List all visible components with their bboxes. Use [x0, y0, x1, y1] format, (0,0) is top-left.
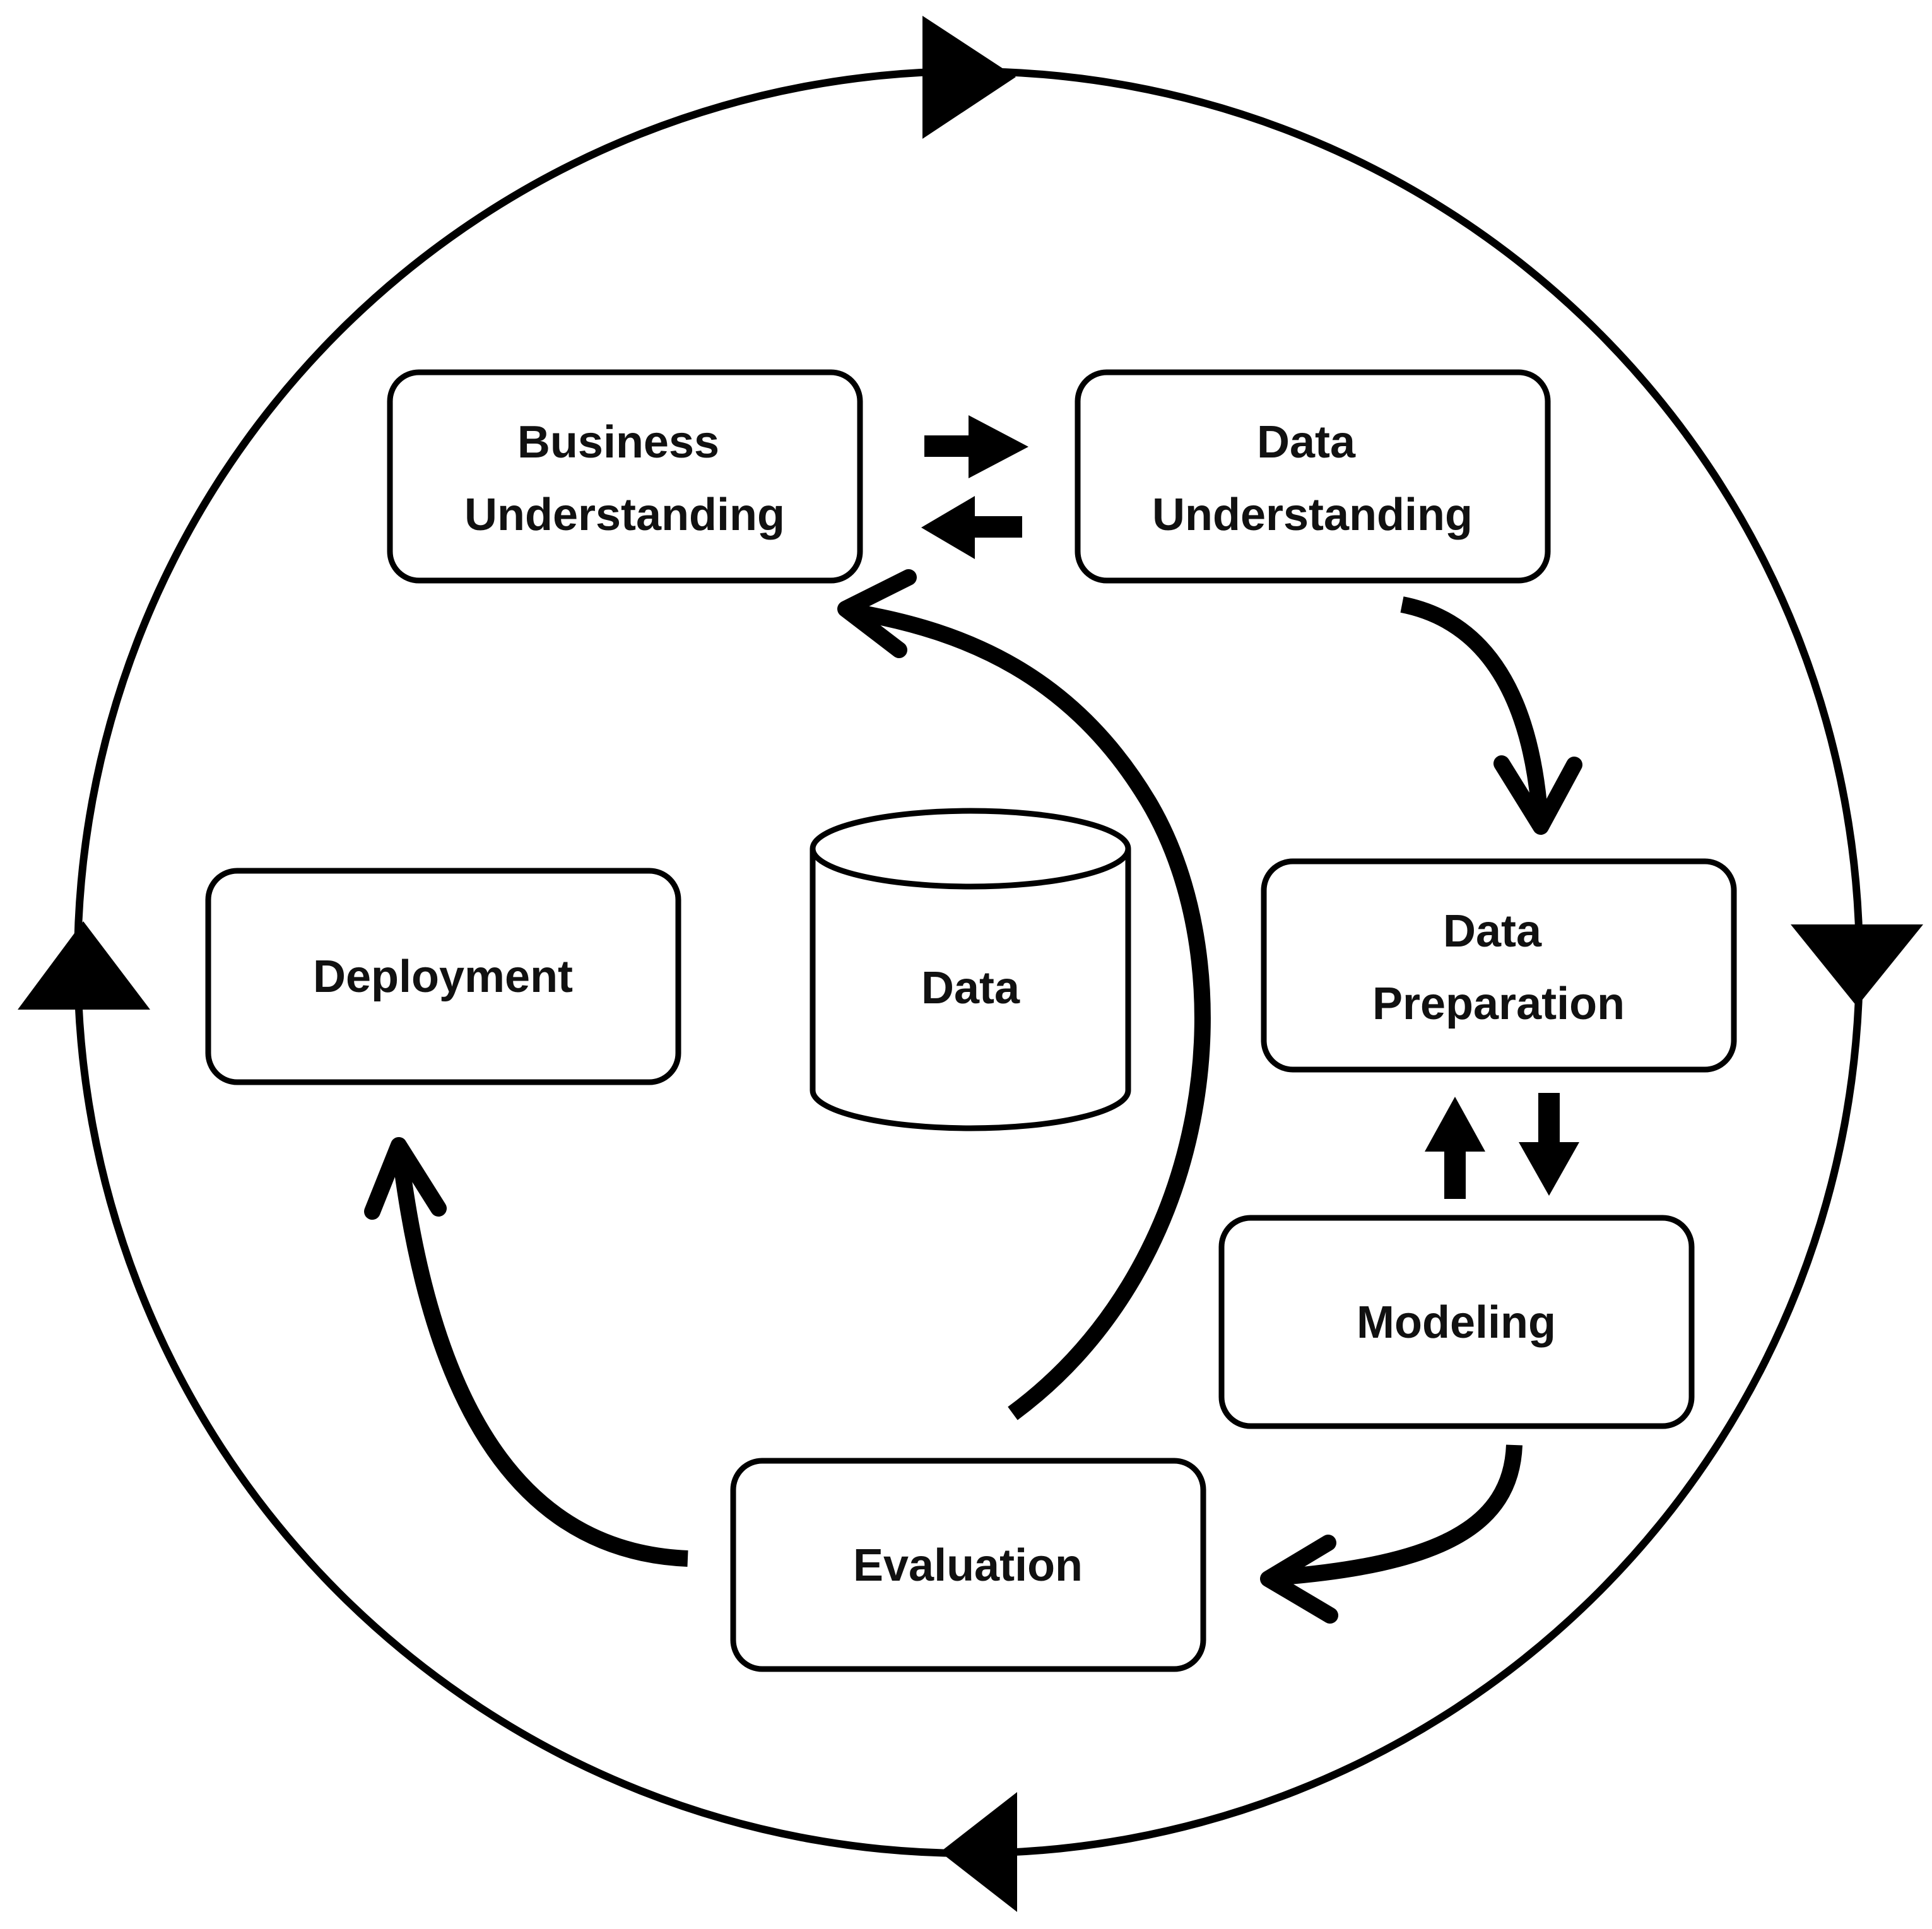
data-understanding-line-2: Understanding [1152, 490, 1473, 540]
data-understanding-line-1: Data [1257, 417, 1356, 468]
outer-arrowhead-left [18, 921, 150, 1010]
evaluation-label: Evaluation [853, 1540, 1083, 1591]
evaluation-box [730, 1458, 1206, 1672]
arrow-data-understanding-to-business [921, 496, 1022, 559]
data-preparation-line-2: Preparation [1372, 979, 1625, 1029]
arrow-data-preparation-to-modeling [1519, 1093, 1579, 1196]
outer-arrowhead-top [922, 16, 1016, 139]
deployment-box [205, 868, 681, 1085]
data-understanding-box [1075, 369, 1551, 584]
deployment-label: Deployment [313, 952, 573, 1002]
modeling-box [1218, 1215, 1695, 1429]
business-understanding-label: Business Understanding [464, 417, 785, 540]
data-preparation-line-1: Data [1443, 906, 1542, 957]
business-understanding-line-1: Business [517, 417, 719, 468]
data-understanding-label: Data Understanding [1152, 417, 1473, 540]
arrow-modeling-to-evaluation [1260, 1444, 1523, 1624]
outer-arrowhead-bottom [940, 1792, 1017, 1912]
data-preparation-label: Data Preparation [1372, 906, 1625, 1029]
arrow-business-to-data-understanding [924, 415, 1028, 478]
data-cylinder-icon: Data [810, 808, 1131, 1131]
business-understanding-box [387, 369, 863, 584]
business-understanding-line-2: Understanding [464, 490, 785, 540]
data-preparation-box [1261, 858, 1737, 1073]
data-cylinder-label: Data [921, 963, 1020, 1013]
outer-arrowhead-right [1791, 924, 1923, 1006]
arrow-evaluation-to-deployment [364, 1137, 688, 1567]
arrow-data-understanding-to-data-preparation [1400, 596, 1582, 835]
arrow-modeling-to-data-preparation [1425, 1097, 1485, 1199]
modeling-label: Modeling [1357, 1297, 1556, 1348]
arrow-evaluation-to-business-understanding [837, 569, 1211, 1420]
